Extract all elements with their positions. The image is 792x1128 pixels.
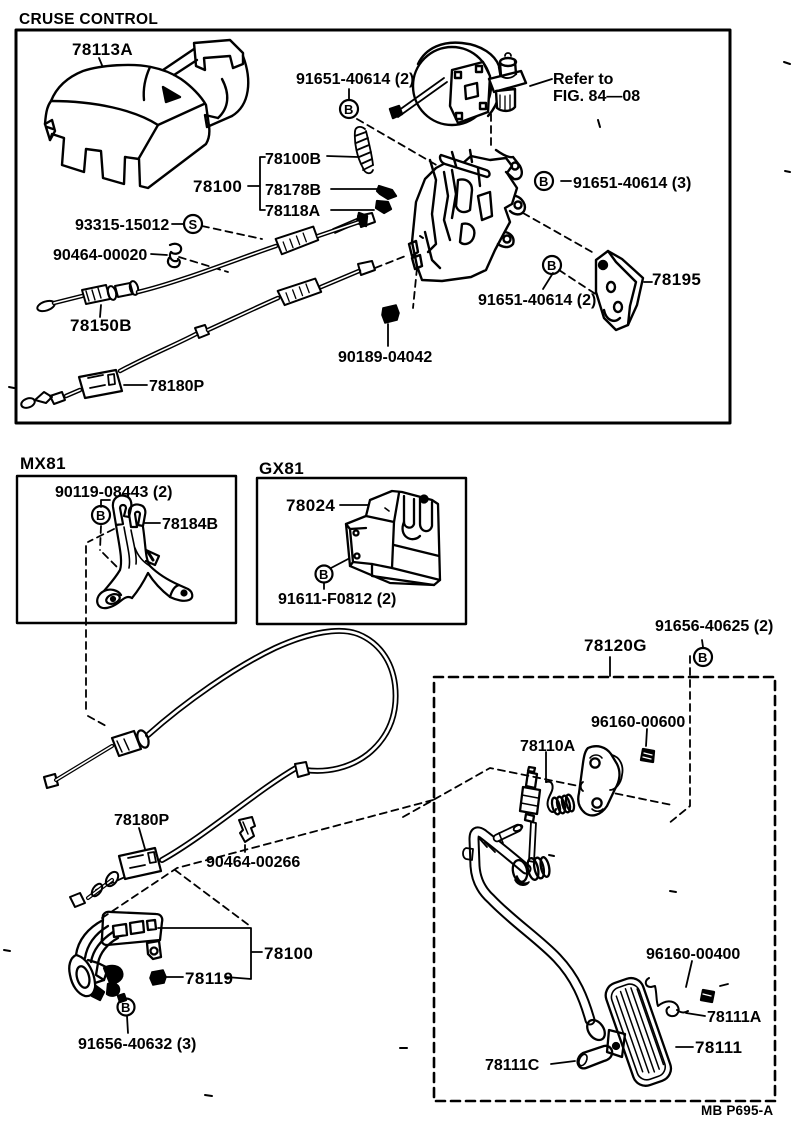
svg-text:78113A: 78113A (72, 40, 133, 59)
svg-text:90189-04042: 90189-04042 (338, 349, 432, 366)
svg-text:90464-00020: 90464-00020 (53, 247, 147, 264)
svg-text:78119: 78119 (185, 969, 233, 988)
svg-text:78178B: 78178B (265, 182, 321, 199)
svg-text:CRUSE CONTROL: CRUSE CONTROL (19, 11, 158, 28)
svg-text:96160-00600: 96160-00600 (591, 714, 685, 731)
svg-text:78150B: 78150B (70, 316, 132, 335)
svg-text:78111: 78111 (695, 1038, 742, 1057)
svg-text:78184B: 78184B (162, 516, 218, 533)
svg-text:78180P: 78180P (149, 378, 204, 395)
svg-text:90119-08443 (2): 90119-08443 (2) (55, 484, 172, 501)
svg-text:91651-40614 (2): 91651-40614 (2) (478, 292, 596, 309)
svg-text:93315-15012: 93315-15012 (75, 217, 169, 234)
svg-text:78118A: 78118A (265, 203, 321, 220)
svg-text:GX81: GX81 (259, 459, 304, 478)
svg-text:B: B (539, 174, 548, 189)
svg-text:78100: 78100 (193, 177, 242, 196)
svg-text:78180P: 78180P (114, 812, 169, 829)
svg-text:S: S (189, 217, 198, 232)
svg-text:91611-F0812 (2): 91611-F0812 (2) (278, 591, 396, 608)
svg-text:MB P695-A: MB P695-A (701, 1103, 773, 1118)
svg-text:B: B (344, 102, 353, 117)
svg-text:78024: 78024 (286, 496, 335, 515)
svg-text:78111C: 78111C (485, 1057, 540, 1074)
svg-text:B: B (96, 508, 105, 523)
svg-text:Refer to: Refer to (553, 71, 614, 88)
svg-text:96160-00400: 96160-00400 (646, 946, 740, 963)
svg-text:78100B: 78100B (265, 151, 321, 168)
svg-text:91651-40614 (3): 91651-40614 (3) (573, 175, 691, 192)
svg-text:91651-40614 (2): 91651-40614 (2) (296, 71, 414, 88)
svg-text:B: B (698, 650, 707, 665)
svg-text:91656-40632 (3): 91656-40632 (3) (78, 1036, 196, 1053)
svg-text:78100: 78100 (264, 944, 313, 963)
svg-text:90464-00266: 90464-00266 (206, 854, 300, 871)
svg-text:91656-40625 (2): 91656-40625 (2) (655, 618, 773, 635)
svg-text:78195: 78195 (652, 270, 701, 289)
svg-text:78120G: 78120G (584, 636, 647, 655)
svg-text:78111A: 78111A (707, 1009, 762, 1026)
svg-text:78110A: 78110A (520, 738, 576, 755)
svg-text:B: B (319, 567, 328, 582)
svg-text:MX81: MX81 (20, 454, 66, 473)
svg-text:B: B (121, 1000, 130, 1015)
svg-text:B: B (547, 258, 556, 273)
svg-text:FIG. 84—08: FIG. 84—08 (553, 88, 640, 105)
